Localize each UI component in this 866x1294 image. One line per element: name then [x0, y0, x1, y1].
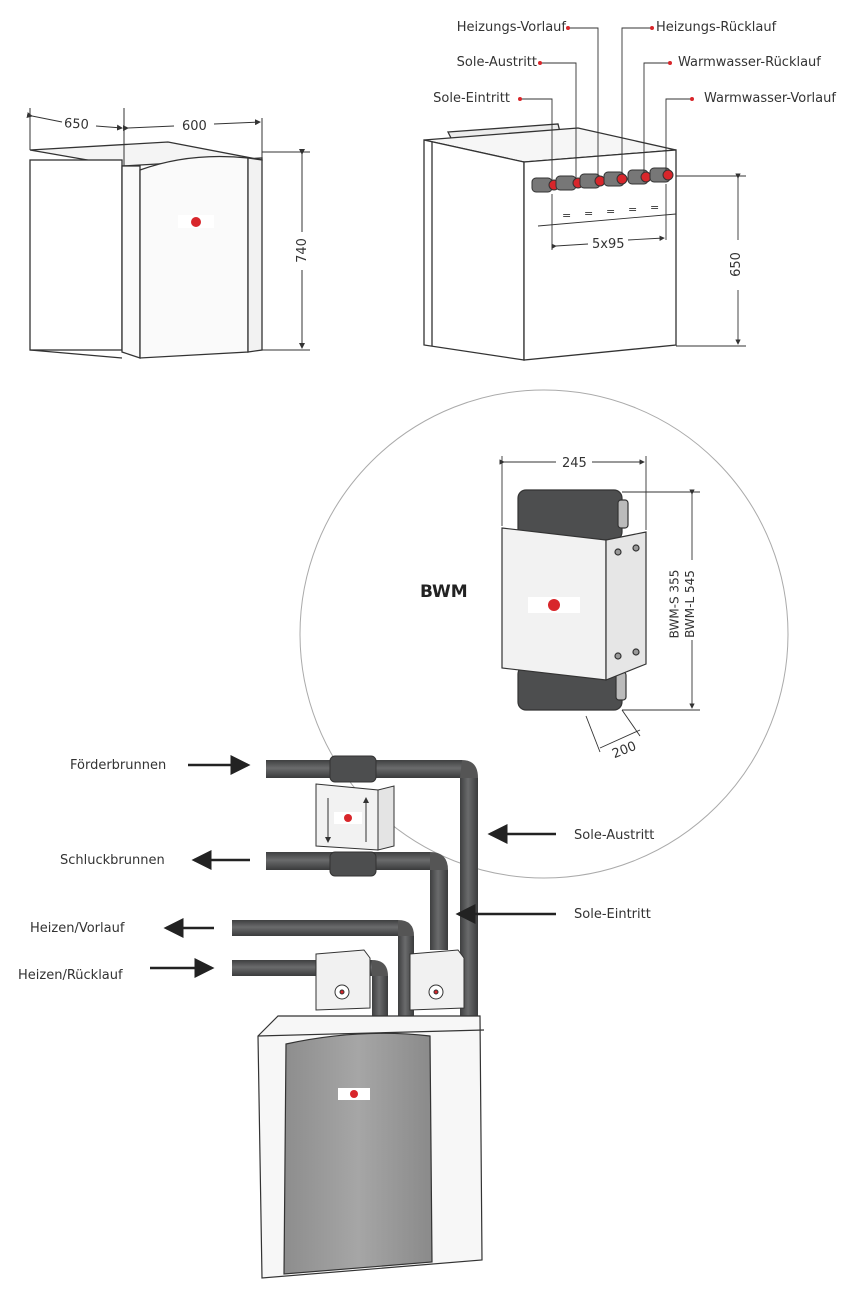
label-heizungs-ruecklauf: Heizungs-Rücklauf: [656, 20, 777, 35]
label-warmwasser-ruecklauf: Warmwasser-Rücklauf: [678, 55, 821, 70]
connector-5: [627, 169, 652, 185]
eq-4: =: [628, 203, 638, 216]
unit-front-view: [29, 141, 263, 359]
dimension-lines-rear: [537, 173, 746, 347]
label-heizen-ruecklauf: Heizen/Rücklauf: [18, 968, 123, 983]
dim-bwm-l: BWM-L 545: [682, 570, 697, 638]
unit-rear-view: [423, 123, 677, 361]
bwm-title: BWM: [420, 582, 468, 602]
label-heizen-vorlauf: Heizen/Vorlauf: [30, 921, 125, 936]
dim-width-600: 600: [182, 119, 207, 134]
wolf-logo-bwm: [528, 597, 580, 613]
label-inst-sole-eintritt: Sole-Eintritt: [574, 907, 651, 922]
dim-height-650: 650: [728, 252, 744, 277]
connector-1: [531, 177, 560, 193]
pipes: [232, 760, 478, 1018]
label-schluckbrunnen: Schluckbrunnen: [60, 853, 165, 868]
wolf-logo-small-1: [178, 215, 214, 228]
wolf-logo-unit: [338, 1088, 370, 1100]
label-inst-sole-austritt: Sole-Austritt: [574, 828, 655, 843]
label-foerderbrunnen: Förderbrunnen: [70, 758, 167, 773]
dim-bwm-width: 245: [562, 456, 587, 471]
detail-circle: [299, 389, 789, 879]
dim-bwm-s: BWM-S 355: [667, 569, 682, 639]
connector-leaders: [520, 27, 692, 180]
dimension-lines-bwm: [499, 456, 700, 753]
connector-3: [579, 173, 606, 189]
rear-connectors: [531, 167, 674, 193]
leader-dots: [518, 26, 694, 101]
eq-1: =: [562, 209, 572, 222]
heat-pump-unit: [257, 1015, 485, 1279]
bwm-installed: [315, 755, 395, 877]
label-heizungs-vorlauf: Heizungs-Vorlauf: [456, 20, 566, 35]
label-warmwasser-vorlauf: Warmwasser-Vorlauf: [704, 91, 836, 106]
connector-2: [555, 175, 584, 191]
dim-depth-650: 650: [63, 116, 90, 133]
pump-groups: [315, 949, 465, 1011]
dim-spacing: 5x95: [592, 237, 625, 252]
label-sole-eintritt: Sole-Eintritt: [433, 91, 510, 106]
eq-2: =: [584, 207, 594, 220]
connector-4: [603, 171, 628, 187]
dimension-lines-front: [26, 108, 310, 351]
label-arrows: [150, 755, 556, 978]
connector-6: [649, 167, 674, 183]
eq-5: =: [650, 201, 660, 214]
label-sole-austritt: Sole-Austritt: [456, 55, 537, 70]
dim-height-740: 740: [294, 238, 310, 263]
eq-3: =: [606, 205, 616, 218]
